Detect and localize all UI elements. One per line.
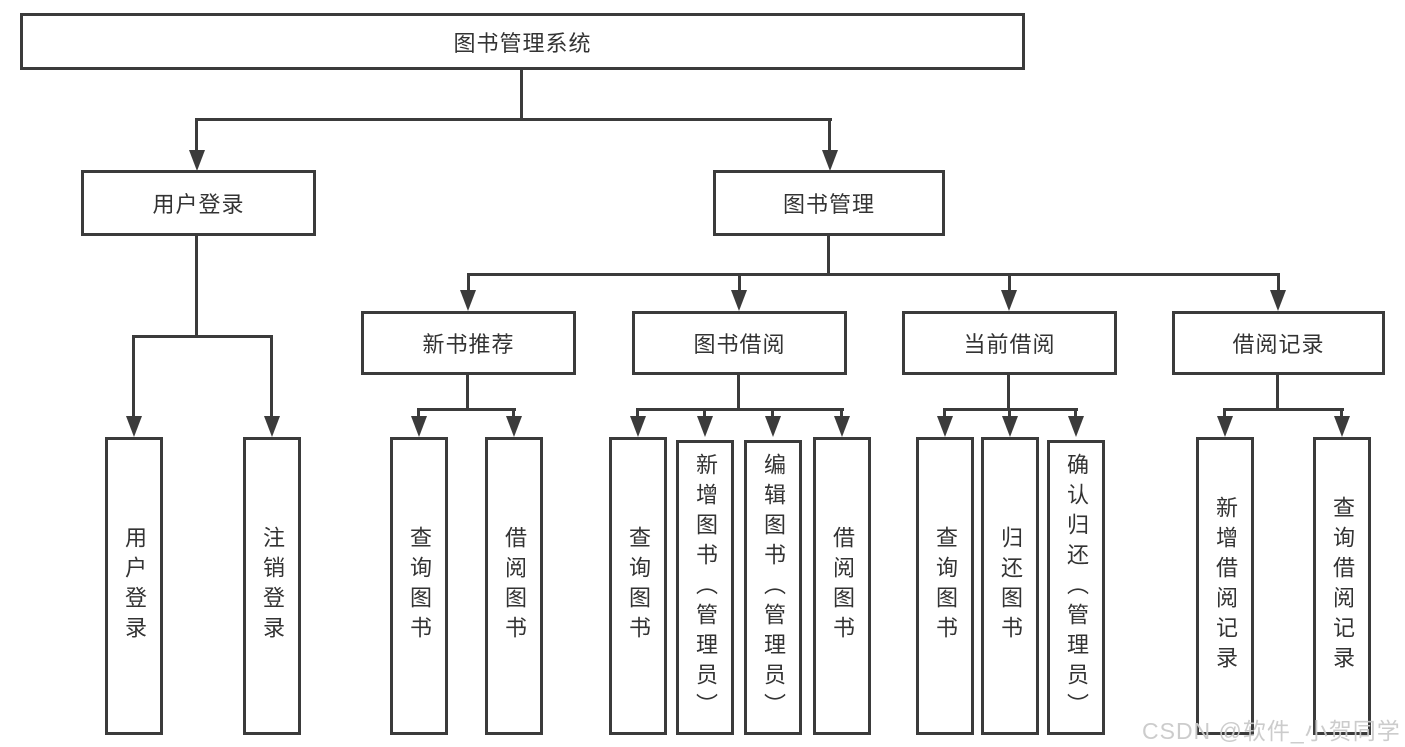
node-leaf-return-book: 归还图书 xyxy=(981,437,1039,735)
arrow-down-icon xyxy=(731,290,747,311)
connector-line xyxy=(195,118,832,121)
node-leaf-confirm-return-admin: 确认归还（管理员） xyxy=(1047,440,1105,735)
connector-line xyxy=(771,408,774,416)
arrow-down-icon xyxy=(697,416,713,437)
arrow-down-icon xyxy=(126,416,142,437)
node-book-management: 图书管理 xyxy=(713,170,945,236)
arrow-down-icon xyxy=(506,416,522,437)
connector-line xyxy=(417,408,516,411)
connector-line xyxy=(1074,408,1077,416)
node-leaf-borrow-query-book: 查询图书 xyxy=(609,437,667,735)
connector-line xyxy=(195,118,198,150)
connector-line xyxy=(467,273,470,291)
node-new-book-recommend: 新书推荐 xyxy=(361,311,576,375)
arrow-down-icon xyxy=(834,416,850,437)
connector-line xyxy=(467,273,1280,276)
connector-line xyxy=(827,236,830,273)
connector-line xyxy=(132,335,135,416)
arrow-down-icon xyxy=(1068,416,1084,437)
arrow-down-icon xyxy=(411,416,427,437)
arrow-down-icon xyxy=(1270,290,1286,311)
connector-line xyxy=(703,408,706,416)
connector-line xyxy=(1276,375,1279,408)
arrow-down-icon xyxy=(460,290,476,311)
connector-line xyxy=(512,408,515,416)
arrow-down-icon xyxy=(264,416,280,437)
arrow-down-icon xyxy=(630,416,646,437)
connector-line xyxy=(1223,408,1344,411)
arrow-down-icon xyxy=(765,416,781,437)
connector-line xyxy=(636,408,639,416)
node-user-login: 用户登录 xyxy=(81,170,316,236)
node-leaf-current-query-book: 查询图书 xyxy=(916,437,974,735)
arrow-down-icon xyxy=(1002,416,1018,437)
connector-line xyxy=(1340,408,1343,416)
connector-line xyxy=(1008,273,1011,291)
connector-line xyxy=(943,408,946,416)
arrow-down-icon xyxy=(1001,290,1017,311)
watermark: CSDN @软件_小贺同学 xyxy=(1142,718,1401,744)
node-leaf-user-login: 用户登录 xyxy=(105,437,163,735)
arrow-down-icon xyxy=(1334,416,1350,437)
node-leaf-query-borrow-record: 查询借阅记录 xyxy=(1313,437,1371,735)
node-leaf-add-book-admin: 新增图书（管理员） xyxy=(676,440,734,735)
node-leaf-edit-book-admin: 编辑图书（管理员） xyxy=(744,440,802,735)
node-borrow-record: 借阅记录 xyxy=(1172,311,1385,375)
arrow-down-icon xyxy=(189,150,205,171)
node-current-borrow: 当前借阅 xyxy=(902,311,1117,375)
node-leaf-recommend-borrow-book: 借阅图书 xyxy=(485,437,543,735)
node-leaf-add-borrow-record: 新增借阅记录 xyxy=(1196,437,1254,735)
connector-line xyxy=(828,118,831,150)
node-root: 图书管理系统 xyxy=(20,13,1025,70)
connector-line xyxy=(270,335,273,416)
node-leaf-logout: 注销登录 xyxy=(243,437,301,735)
connector-line xyxy=(840,408,843,416)
connector-line xyxy=(636,408,844,411)
connector-line xyxy=(1007,375,1010,408)
arrow-down-icon xyxy=(822,150,838,171)
arrow-down-icon xyxy=(1217,416,1233,437)
connector-line xyxy=(520,70,523,118)
arrow-down-icon xyxy=(937,416,953,437)
connector-line xyxy=(132,335,273,338)
connector-line xyxy=(1223,408,1226,416)
connector-line xyxy=(466,375,469,408)
connector-line xyxy=(1008,408,1011,416)
node-leaf-borrow-book: 借阅图书 xyxy=(813,437,871,735)
connector-line xyxy=(1277,273,1280,291)
connector-line xyxy=(737,375,740,408)
node-book-borrow: 图书借阅 xyxy=(632,311,847,375)
connector-line xyxy=(195,236,198,335)
node-leaf-recommend-query-book: 查询图书 xyxy=(390,437,448,735)
connector-line xyxy=(417,408,420,416)
connector-line xyxy=(738,273,741,291)
